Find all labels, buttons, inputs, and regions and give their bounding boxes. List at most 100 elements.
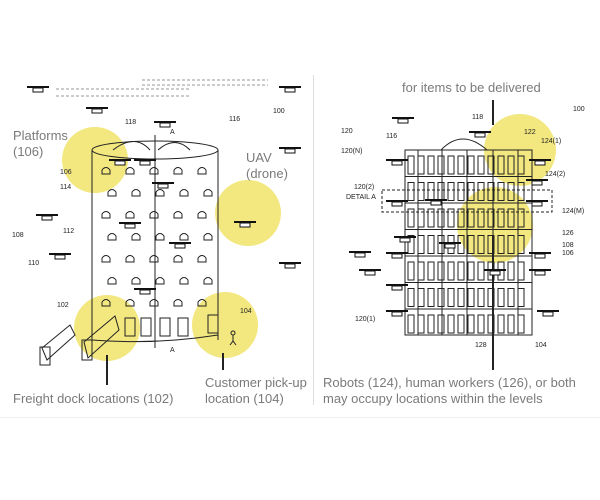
- highlight-circle: [74, 295, 140, 361]
- caption-line: UAV: [246, 150, 272, 165]
- caption-uav: UAV (drone): [246, 150, 288, 182]
- storage-slot: [407, 261, 415, 281]
- caption-line: Customer pick-up: [205, 375, 307, 390]
- storage-slot: [437, 235, 445, 254]
- ref-124M: 124(M): [562, 208, 584, 215]
- storage-slot: [437, 261, 445, 281]
- platform-window: [107, 277, 117, 285]
- drone-icon: [425, 199, 447, 206]
- platform-window: [155, 189, 165, 197]
- platform-window: [107, 233, 117, 241]
- storage-slot: [417, 288, 425, 307]
- storage-slot: [417, 182, 425, 201]
- highlight-circle: [192, 292, 258, 358]
- panel-divider: [313, 75, 314, 405]
- caption-items-delivered: for items to be delivered: [402, 80, 541, 95]
- ref-116: 116: [386, 133, 397, 140]
- storage-slot: [517, 208, 525, 228]
- highlight-circle: [215, 180, 281, 246]
- storage-slot: [517, 155, 525, 175]
- drone-icon: [279, 262, 301, 269]
- platform-window: [125, 167, 135, 175]
- drone-icon: [386, 252, 408, 259]
- storage-slot: [497, 155, 505, 175]
- storage-slot: [507, 208, 515, 228]
- ref-120-2: 120(2): [354, 184, 374, 191]
- drone-icon: [386, 310, 408, 317]
- drone-icon: [529, 252, 551, 259]
- storage-slot: [517, 261, 525, 281]
- storage-slot: [457, 288, 465, 307]
- drone-icon: [537, 310, 559, 317]
- ref-120: 120: [341, 128, 353, 135]
- storage-slot: [507, 288, 515, 307]
- storage-slot: [427, 208, 435, 228]
- highlight-circles: [62, 114, 556, 361]
- ref-110: 110: [28, 260, 39, 267]
- storage-slot: [447, 155, 455, 175]
- drone-icon: [154, 121, 176, 128]
- drone-icon: [392, 117, 414, 124]
- reference-numerals-right: 118 100 120 116 120(N) 122 124(1) 124(2)…: [341, 106, 585, 349]
- platform-window: [149, 211, 159, 219]
- ref-106: 106: [562, 250, 574, 257]
- platform-window: [173, 255, 183, 263]
- storage-slot: [477, 182, 485, 201]
- platform-window: [149, 167, 159, 175]
- storage-slot: [427, 261, 435, 281]
- ref-104: 104: [535, 342, 547, 349]
- storage-slot: [517, 235, 525, 254]
- storage-slot: [467, 208, 475, 228]
- caption-customer-pickup: Customer pick-up location (104): [205, 375, 307, 407]
- storage-slot: [467, 288, 475, 307]
- storage-slot: [477, 288, 485, 307]
- drone-icon: [234, 221, 256, 228]
- drone-icon: [394, 236, 416, 243]
- freight-dock-doors: [124, 314, 219, 337]
- storage-slot: [427, 235, 435, 254]
- uav-drones: [27, 86, 559, 317]
- storage-slot: [467, 182, 475, 201]
- drone-icon: [109, 159, 131, 166]
- storage-slot: [417, 261, 425, 281]
- ref-116: 116: [229, 116, 240, 123]
- person-icon: [229, 330, 237, 346]
- cylinder-tower: [39, 79, 268, 385]
- ref-120-1: 120(1): [355, 316, 375, 323]
- figure-frame: [0, 60, 600, 418]
- storage-slot: [447, 261, 455, 281]
- drone-icon: [279, 147, 301, 154]
- drone-icon: [119, 222, 141, 229]
- storage-slot: [457, 208, 465, 228]
- storage-slot: [497, 208, 505, 228]
- storage-slot: [447, 314, 455, 334]
- drone-icon: [349, 251, 371, 258]
- ref-108: 108: [562, 242, 574, 249]
- caption-line: may occupy locations within the levels: [323, 391, 543, 406]
- platform-window: [101, 299, 111, 307]
- ref-104: 104: [240, 308, 252, 315]
- storage-slot: [507, 235, 515, 254]
- platform-window: [197, 211, 207, 219]
- drone-icon: [526, 179, 548, 186]
- storage-slot: [447, 182, 455, 201]
- storage-slot: [477, 235, 485, 254]
- storage-slot: [457, 314, 465, 334]
- platform-window: [131, 233, 141, 241]
- drone-icon: [169, 242, 191, 249]
- ref-124-2: 124(2): [545, 171, 565, 178]
- caption-line: location (104): [205, 391, 284, 406]
- caption-line: (106): [13, 144, 44, 159]
- caption-freight-dock: Freight dock locations (102): [13, 391, 174, 406]
- drone-icon: [484, 269, 506, 276]
- drone-icon: [386, 200, 408, 207]
- storage-slot: [417, 208, 425, 228]
- storage-slot: [497, 235, 505, 254]
- platform-window: [203, 233, 213, 241]
- truck: [39, 324, 76, 366]
- ref-126: 126: [562, 230, 574, 237]
- platform-window: [197, 167, 207, 175]
- ref-A-bottom: A: [170, 347, 175, 354]
- reference-numerals-left: 118 116 100 A A 106 114 108 110 112 102 …: [12, 108, 285, 354]
- storage-slot: [467, 155, 475, 175]
